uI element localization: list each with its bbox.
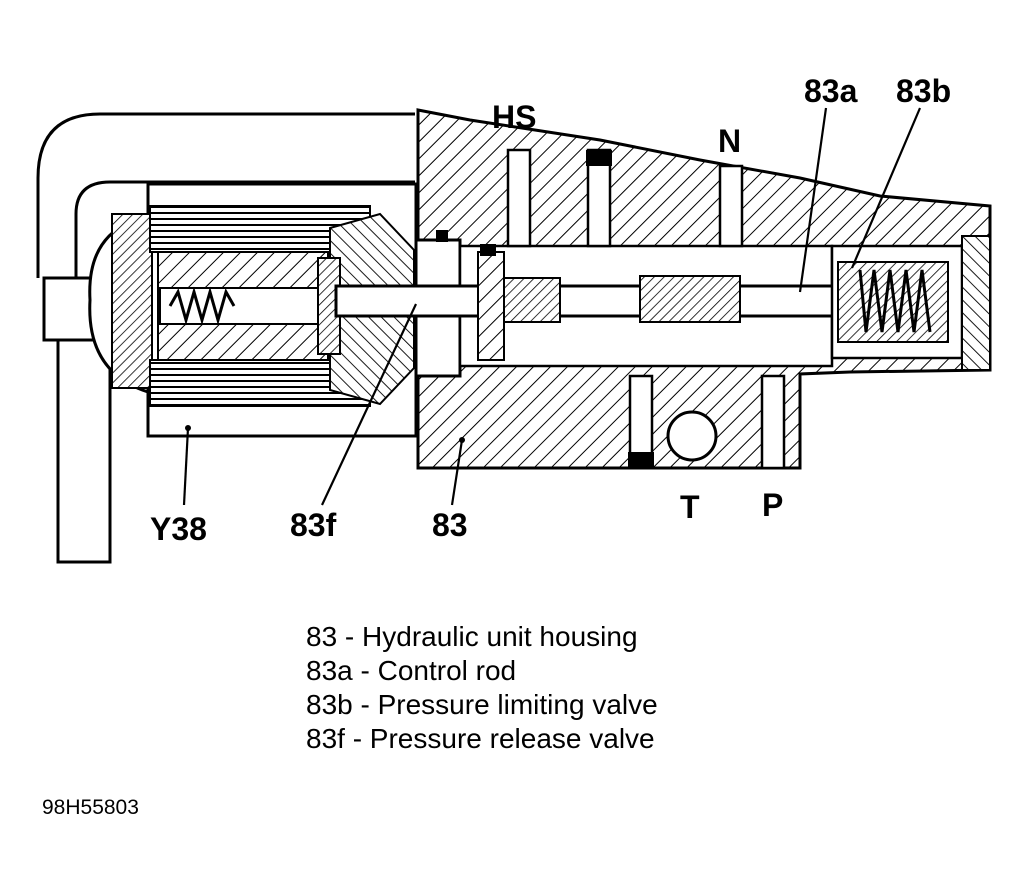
label-83a: 83a [804,73,858,109]
label-83: 83 [432,507,468,543]
label-83f: 83f [290,507,337,543]
label-hs: HS [492,99,536,135]
label-y38: Y38 [150,511,207,547]
label-t: T [680,489,700,525]
legend-item: 83a - Control rod [306,655,517,686]
hydraulic-housing [334,108,992,470]
label-83b: 83b [896,73,951,109]
label-n: N [718,123,741,159]
legend-item: 83b - Pressure limiting valve [306,689,658,720]
leader-lines [182,107,922,506]
legend-item: 83 - Hydraulic unit housing [306,621,638,652]
figure-code: 98H55803 [42,796,139,819]
label-p: P [762,487,783,523]
legend-item: 83f - Pressure release valve [306,723,655,754]
legend: 83 - Hydraulic unit housing 83a - Contro… [306,620,658,756]
